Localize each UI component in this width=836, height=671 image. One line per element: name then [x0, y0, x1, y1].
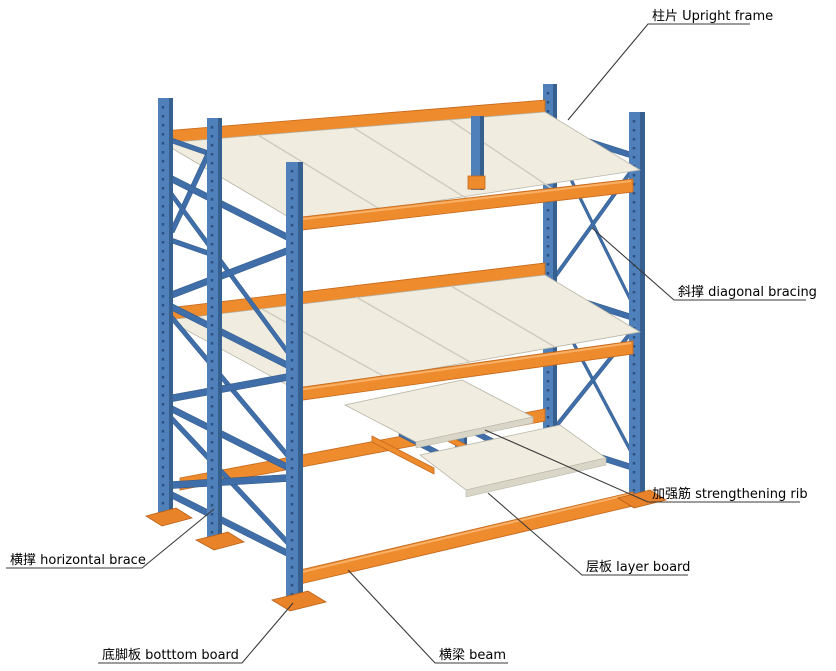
upright-post-front-right — [629, 112, 645, 500]
callout-bottom-board: 底脚板 botttom board — [98, 602, 294, 664]
callout-diagonal-bracing: 斜撑 diagonal bracing — [591, 227, 817, 301]
diagonal-brace — [164, 371, 297, 404]
callout-label: 横梁 beam — [439, 648, 506, 663]
strengthening-rib — [371, 435, 435, 475]
callout-label: 底脚板 botttom board — [102, 647, 239, 663]
callout-label: 加强筋 strengthening rib — [652, 486, 808, 502]
callout-label: 柱片 Upright frame — [652, 9, 773, 24]
upright-post-rear-left — [158, 98, 173, 522]
upright-frame-left — [158, 98, 303, 608]
bottom-board-plate — [270, 590, 328, 612]
horizontal-brace-labeled — [164, 487, 297, 562]
leader-line — [347, 569, 508, 664]
upright-post-mid-left — [207, 118, 222, 545]
callout-strengthening-rib: 加强筋 strengthening rib — [484, 429, 808, 503]
upright-post-middle — [467, 116, 486, 190]
bottom-board-plate — [194, 531, 245, 551]
callout-horizontal-brace: 横撑 horizontal brace — [6, 508, 215, 569]
leader-line — [484, 429, 800, 503]
shelf-top — [161, 99, 642, 232]
callout-label: 斜撑 diagonal bracing — [678, 285, 817, 300]
callout-label: 层板 layer board — [586, 560, 690, 575]
leader-line — [6, 508, 215, 569]
callouts: 柱片 Upright frame 斜撑 diagonal bracing 加强筋… — [6, 9, 817, 664]
upright-post-front-left — [286, 162, 303, 608]
upright-post-rear-right — [543, 84, 557, 468]
leader-line — [487, 492, 688, 576]
shelf-bottom — [179, 379, 634, 585]
callout-upright-frame: 柱片 Upright frame — [567, 9, 773, 121]
callout-label: 横撑 horizontal brace — [10, 553, 146, 568]
callout-beam: 横梁 beam — [347, 569, 508, 664]
layer-board-top — [161, 111, 642, 223]
leader-line — [98, 602, 294, 664]
leader-line — [591, 227, 806, 301]
layer-board-lifted — [343, 379, 535, 449]
beam-connector — [467, 175, 486, 190]
diagonal-brace — [164, 243, 297, 302]
callout-layer-board: 层板 layer board — [487, 492, 690, 576]
leader-line — [567, 23, 750, 121]
bottom-board-plate — [145, 507, 193, 527]
